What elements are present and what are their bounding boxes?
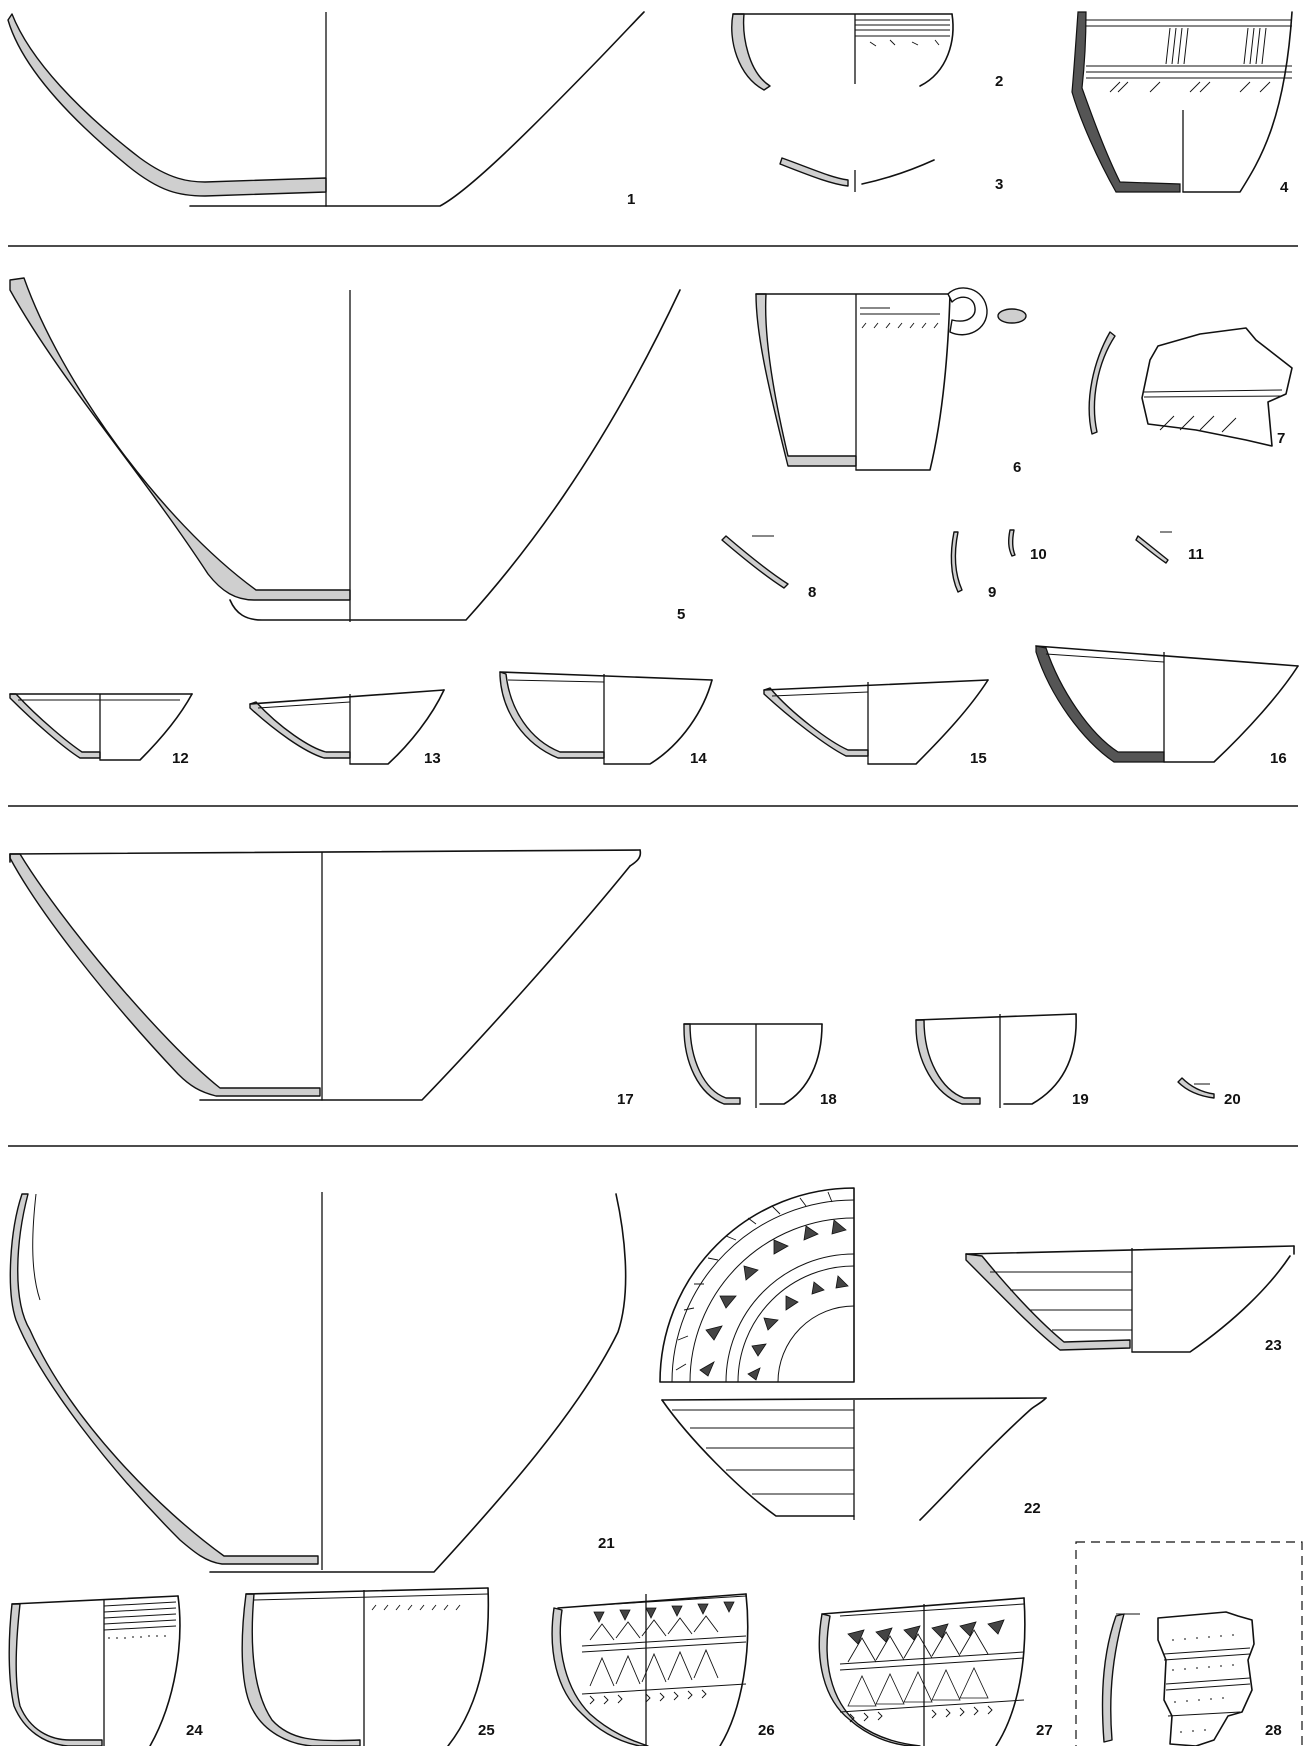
figure-label-22: 22 bbox=[1024, 1500, 1041, 1517]
vessel-24 bbox=[8, 1595, 181, 1746]
vessel-4 bbox=[1071, 11, 1293, 193]
vessel-17 bbox=[9, 849, 642, 1101]
figure-label-7: 7 bbox=[1277, 430, 1285, 447]
sherd-10 bbox=[1007, 529, 1016, 557]
figure-label-5: 5 bbox=[677, 606, 685, 623]
vessel-21 bbox=[9, 1192, 627, 1573]
vessel-4-decoration bbox=[1086, 19, 1292, 93]
figure-label-11: 11 bbox=[1188, 546, 1204, 563]
vessel-2 bbox=[731, 13, 954, 91]
sherd-9 bbox=[950, 531, 963, 593]
figure-label-2: 2 bbox=[995, 73, 1003, 90]
figure-label-9: 9 bbox=[988, 584, 996, 601]
figure-label-21: 21 bbox=[598, 1535, 615, 1552]
vessel-14 bbox=[499, 671, 713, 765]
figure-label-12: 12 bbox=[172, 750, 189, 767]
vessel-6 bbox=[755, 287, 1027, 471]
figure-label-1: 1 bbox=[627, 191, 635, 208]
figure-label-25: 25 bbox=[478, 1722, 495, 1739]
figure-label-10: 10 bbox=[1030, 546, 1047, 563]
figure-label-8: 8 bbox=[808, 584, 816, 601]
figure-label-6: 6 bbox=[1013, 459, 1021, 476]
vessel-12 bbox=[9, 693, 193, 761]
vessel-15 bbox=[763, 679, 989, 765]
vessel-22-plan-view bbox=[659, 1187, 855, 1383]
vessel-26 bbox=[551, 1593, 749, 1746]
figure-label-19: 19 bbox=[1072, 1091, 1089, 1108]
vessel-23 bbox=[965, 1245, 1295, 1353]
figure-label-23: 23 bbox=[1265, 1337, 1282, 1354]
figure-label-28: 28 bbox=[1265, 1722, 1282, 1739]
vessel-27 bbox=[818, 1597, 1026, 1746]
vessel-22-profile bbox=[661, 1397, 1047, 1521]
vessel-7 bbox=[1088, 327, 1293, 447]
vessel-18 bbox=[683, 1023, 823, 1108]
figure-label-16: 16 bbox=[1270, 750, 1287, 767]
sherd-11 bbox=[1135, 531, 1172, 564]
figure-label-17: 17 bbox=[617, 1091, 634, 1108]
vessel-5 bbox=[9, 277, 681, 622]
figure-label-13: 13 bbox=[424, 750, 441, 767]
vessel-25 bbox=[241, 1587, 490, 1746]
vessel-19 bbox=[915, 1013, 1077, 1108]
figure-label-27: 27 bbox=[1036, 1722, 1053, 1739]
figure-label-26: 26 bbox=[758, 1722, 775, 1739]
vessel-3 bbox=[779, 157, 935, 192]
sherd-20 bbox=[1177, 1077, 1215, 1099]
figure-label-3: 3 bbox=[995, 176, 1003, 193]
vessel-13 bbox=[249, 689, 445, 765]
figure-label-15: 15 bbox=[970, 750, 987, 767]
vessel-1 bbox=[7, 11, 645, 207]
figure-label-20: 20 bbox=[1224, 1091, 1241, 1108]
figure-label-14: 14 bbox=[690, 750, 707, 767]
sherd-8 bbox=[721, 535, 789, 589]
figure-label-24: 24 bbox=[186, 1722, 203, 1739]
vessel-28 bbox=[1075, 1541, 1303, 1746]
vessel-28-frame bbox=[1075, 1541, 1303, 1746]
vessel-22 bbox=[659, 1187, 1047, 1521]
vessel-16 bbox=[1035, 645, 1299, 763]
figure-label-18: 18 bbox=[820, 1091, 837, 1108]
figure-label-4: 4 bbox=[1280, 179, 1289, 196]
